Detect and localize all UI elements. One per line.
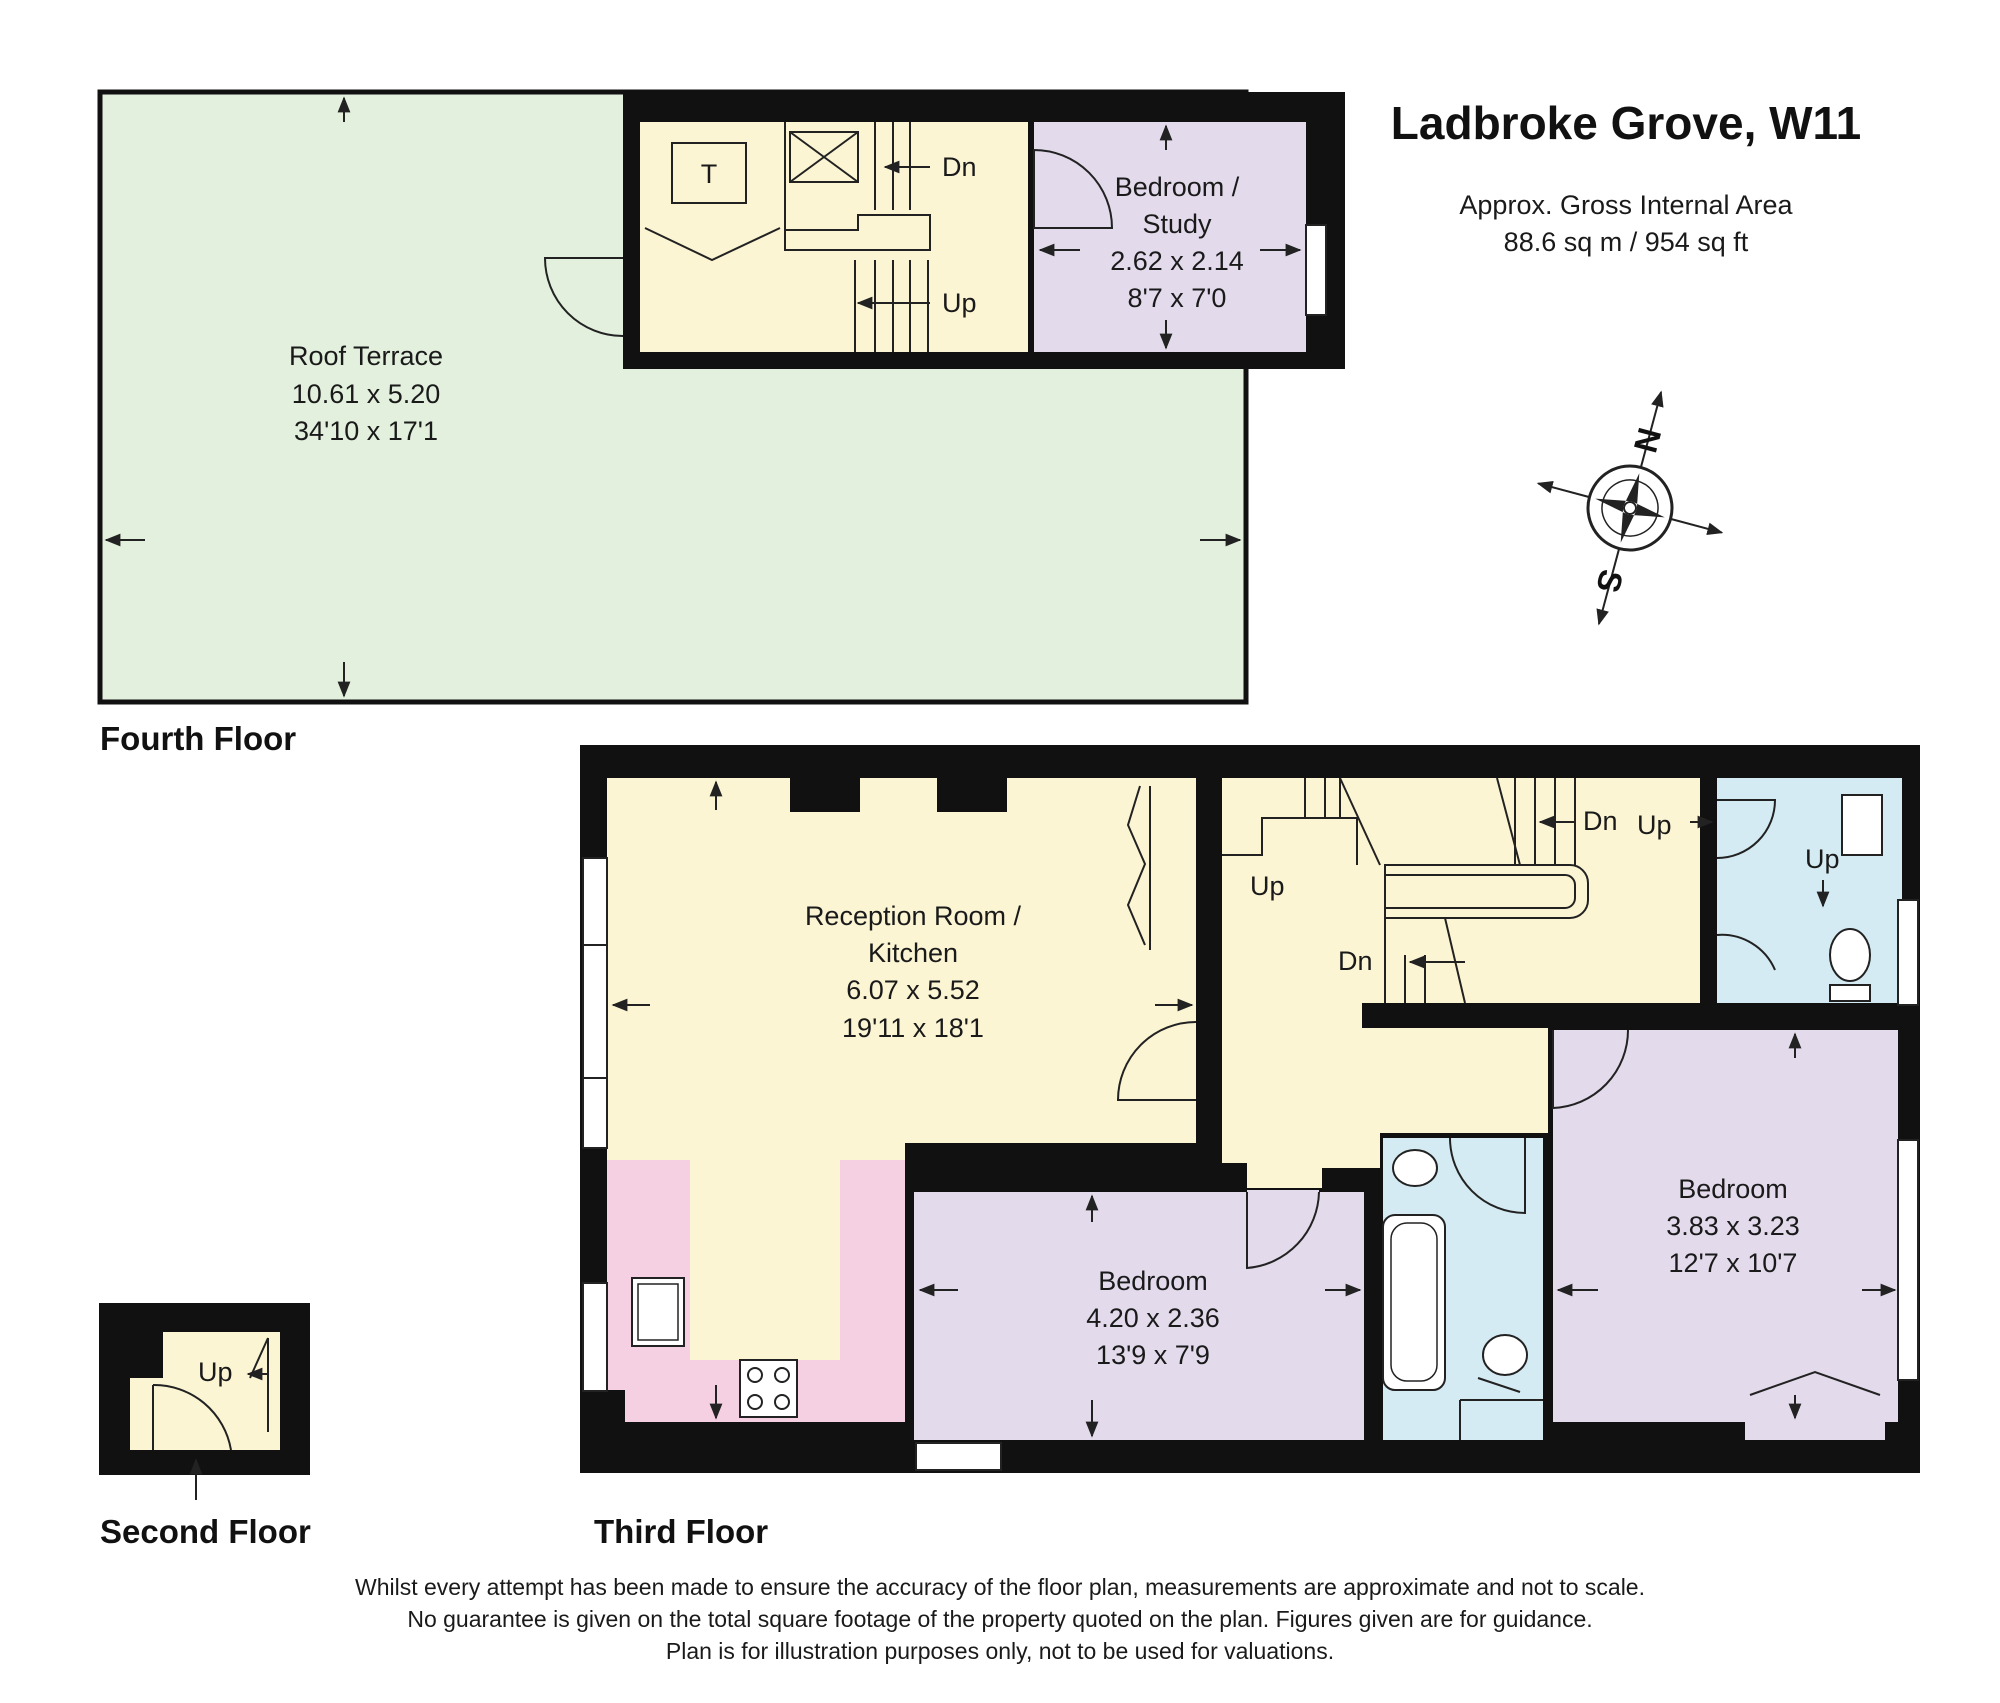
wc-toilet <box>1829 928 1871 982</box>
fourth-dimension-arrows <box>104 96 1302 698</box>
compass-north: N <box>1627 424 1669 457</box>
third-dn-mid-label: Dn <box>1338 946 1373 976</box>
third-floor-label: Third Floor <box>594 1513 768 1550</box>
third-up-top-label: Up <box>1637 810 1672 840</box>
fourth-up-label: Up <box>942 288 977 318</box>
bedroom-mid-imperial: 13'9 x 7'9 <box>1096 1340 1210 1370</box>
reception-imperial: 19'11 x 18'1 <box>842 1013 984 1043</box>
sink <box>631 1277 685 1347</box>
bedroom-study-metric: 2.62 x 2.14 <box>1110 246 1244 276</box>
compass-rose: N S <box>1536 390 1724 626</box>
fourth-floor-label: Fourth Floor <box>100 720 296 757</box>
plan-title: Ladbroke Grove, W11 <box>1391 97 1861 149</box>
disclaimer-line-3: Plan is for illustration purposes only, … <box>666 1638 1334 1664</box>
fourth-dn-label: Dn <box>942 152 977 182</box>
bedroom-study-imperial: 8'7 x 7'0 <box>1128 283 1227 313</box>
reception-area <box>607 778 1196 1360</box>
reception-name-1: Reception Room / <box>805 901 1022 931</box>
reception-name-2: Kitchen <box>868 938 958 968</box>
disclaimer-line-2: No guarantee is given on the total squar… <box>407 1606 1592 1632</box>
roof-terrace-metric: 10.61 x 5.20 <box>292 379 441 409</box>
bedroom-study-name-1: Bedroom / <box>1115 172 1240 202</box>
third-dn-top-label: Dn <box>1583 806 1618 836</box>
third-up-left-label: Up <box>1250 871 1285 901</box>
area-caption: Approx. Gross Internal Area <box>1459 190 1793 220</box>
kitchen-area <box>607 1160 905 1422</box>
roof-terrace-imperial: 34'10 x 17'1 <box>294 416 438 446</box>
bedroom-study-area <box>1034 122 1306 352</box>
fourth-floor-stairs <box>784 122 931 352</box>
bedroom-mid-name: Bedroom <box>1098 1266 1208 1296</box>
fourth-floor-plan: T Dn Up Roof Terrace 10.61 x 5.20 34'10 … <box>97 89 1345 705</box>
second-floor-label: Second Floor <box>100 1513 311 1550</box>
wc-basin <box>1841 794 1883 856</box>
roof-terrace-name: Roof Terrace <box>289 341 443 371</box>
reception-windows <box>582 857 1919 1471</box>
third-up-wc-label: Up <box>1805 844 1840 874</box>
hob <box>739 1359 798 1418</box>
third-floor-stairs <box>1222 777 1830 1004</box>
compass-south: S <box>1589 566 1630 597</box>
reception-metric: 6.07 x 5.52 <box>846 975 980 1005</box>
area-value: 88.6 sq m / 954 sq ft <box>1504 227 1749 257</box>
disclaimer-line-1: Whilst every attempt has been made to en… <box>355 1574 1645 1600</box>
third-dimension-arrows <box>611 780 1897 1438</box>
bath-toilet <box>1482 1334 1528 1376</box>
bedroom-study-name-2: Study <box>1142 209 1212 239</box>
bath-basin <box>1392 1149 1438 1187</box>
second-floor-plan: Up <box>99 1303 310 1500</box>
tank-label: T <box>701 159 718 189</box>
bedroom-mid-area <box>914 1192 1364 1440</box>
bedroom-right-area <box>1553 1030 1898 1422</box>
bedroom-right-name: Bedroom <box>1678 1174 1788 1204</box>
bedroom-mid-metric: 4.20 x 2.36 <box>1086 1303 1220 1333</box>
tank-cupboard <box>671 142 747 204</box>
window <box>1305 224 1327 316</box>
third-floor-plan: Up Dn Dn Up Up Reception Room / Kitchen … <box>580 745 1920 1473</box>
bedroom-right-imperial: 12'7 x 10'7 <box>1669 1248 1798 1278</box>
second-up-label: Up <box>198 1357 233 1387</box>
bedroom-right-metric: 3.83 x 3.23 <box>1666 1211 1800 1241</box>
bathtub <box>1382 1214 1446 1391</box>
